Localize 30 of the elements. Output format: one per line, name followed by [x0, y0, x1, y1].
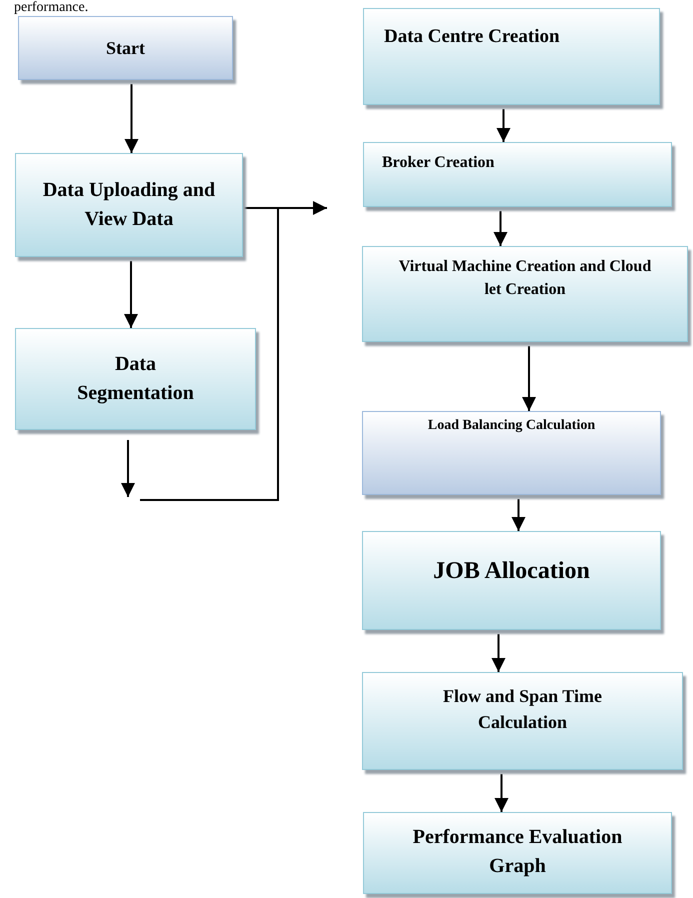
step-label: Data Segmentation: [76, 352, 195, 406]
step-label: Start: [106, 36, 145, 60]
arrow: [124, 84, 138, 153]
arrow: [522, 346, 536, 411]
process-box: [15, 328, 256, 430]
arrow: [512, 499, 526, 531]
arrow: [243, 201, 327, 215]
step-label: Data Uploading and View Data: [42, 178, 216, 232]
step-label: Flow and Span Time Calculation: [442, 685, 603, 734]
arrow: [496, 109, 510, 142]
step-label: JOB Allocation: [433, 557, 590, 586]
process-box: [363, 142, 672, 207]
process-box: [362, 531, 661, 630]
process-box: [363, 8, 660, 105]
arrow: [494, 774, 508, 812]
process-box: [18, 16, 233, 80]
step-label: Load Balancing Calculation: [428, 417, 596, 435]
arrow: [124, 261, 138, 328]
step-label: Data Centre Creation: [384, 25, 560, 49]
process-box: [363, 812, 672, 894]
process-box: [362, 246, 688, 342]
process-box: [362, 672, 683, 770]
arrow: [494, 211, 508, 246]
step-label: Virtual Machine Creation and Cloud let Creation: [398, 257, 652, 300]
step-label: Performance Evaluation Graph: [412, 825, 624, 879]
step-label: Broker Creation: [382, 153, 494, 173]
arrow: [492, 634, 506, 672]
arrow: [121, 440, 135, 497]
process-box: [15, 153, 243, 257]
process-box: [362, 411, 661, 495]
